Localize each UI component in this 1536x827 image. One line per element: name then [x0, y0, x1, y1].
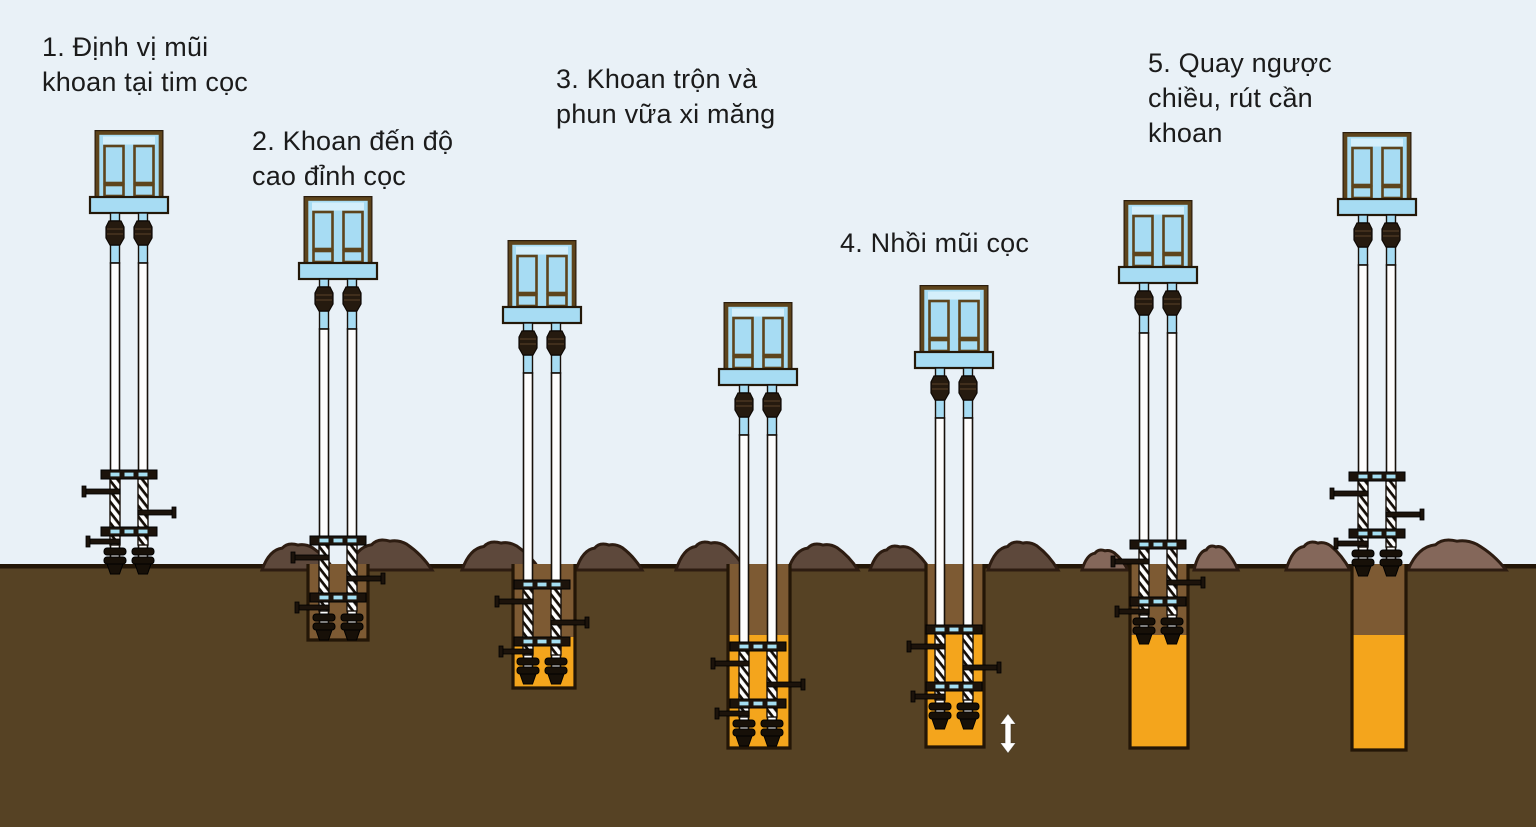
step-5-label: 5. Quay ngược chiều, rút cần khoan [1148, 48, 1332, 148]
borehole-outline [306, 564, 370, 642]
step-3-label: 3. Khoan trộn và phun vữa xi măng [556, 64, 776, 129]
drill-rig-stage-5 [906, 285, 1002, 730]
drill-rig-stage-1 [81, 130, 177, 575]
soil-mound [1192, 544, 1241, 572]
step-2-label: 2. Khoan đến độ cao đỉnh cọc [252, 126, 454, 191]
borehole-outline [1350, 564, 1408, 752]
borehole-outline [726, 564, 792, 750]
soil-mound [867, 544, 933, 572]
drill-rig-stage-6 [1110, 200, 1206, 645]
cement-column-stage-6 [1131, 635, 1187, 747]
drill-rig-stage-3 [494, 240, 590, 685]
compaction-up-down-arrow-icon [999, 713, 1017, 754]
soil-mound [673, 540, 749, 572]
step-1-label: 1. Định vị mũi khoan tại tim cọc [42, 32, 248, 97]
step-4-label: 4. Nhồi mũi cọc [840, 228, 1030, 258]
borehole-outline [511, 564, 577, 690]
drill-rig-stage-4 [710, 302, 806, 747]
soil-mound [1405, 538, 1510, 572]
soil-mound [985, 540, 1061, 572]
soil-mound [785, 542, 861, 572]
borehole-outline [924, 564, 986, 749]
borehole-outline [1128, 564, 1190, 750]
cement-column-stage-7 [1353, 635, 1405, 749]
soil-mound [345, 538, 435, 572]
drill-rig-stage-2 [290, 196, 386, 641]
soil-mound [573, 542, 645, 572]
drill-rig-stage-7 [1329, 132, 1425, 577]
